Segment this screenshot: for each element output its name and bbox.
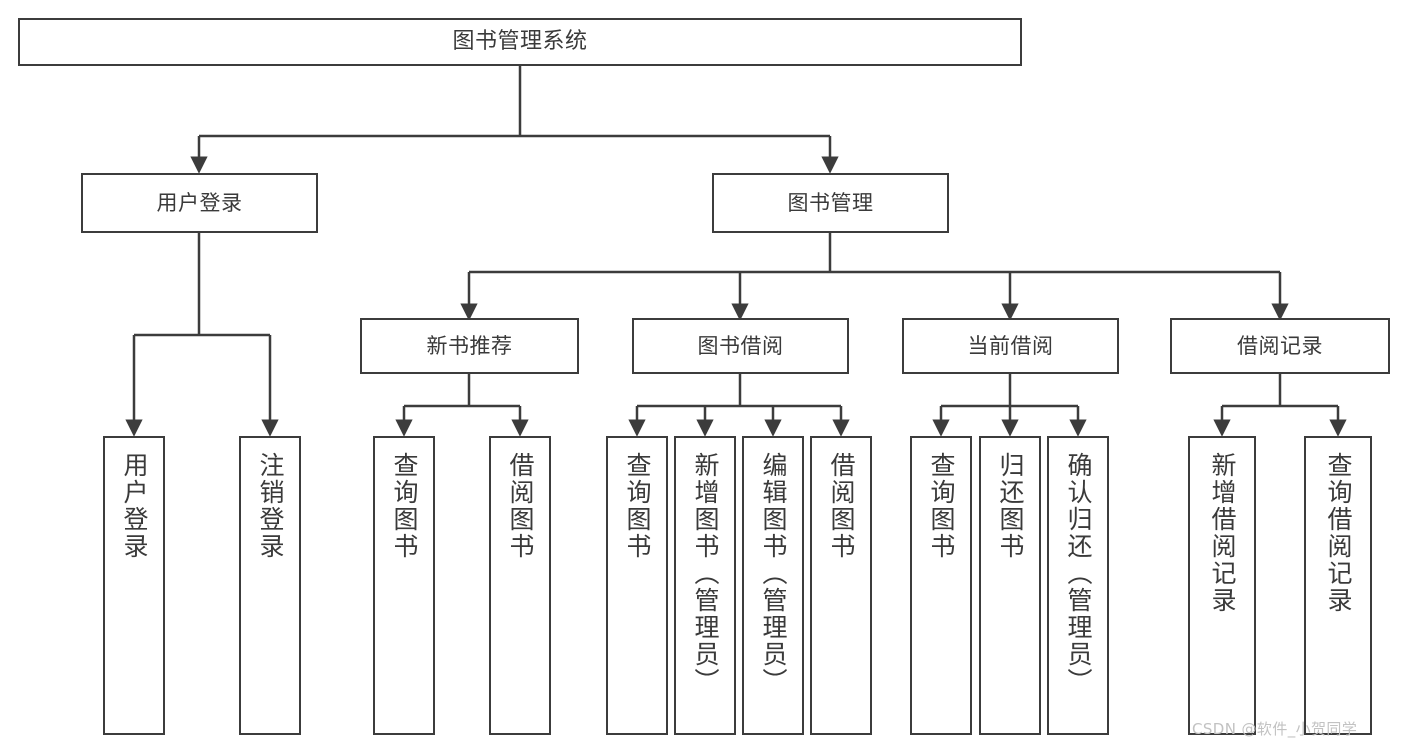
node-book-borrow[interactable]: 图书借阅: [632, 318, 849, 374]
node-label: 新增借阅记录: [1208, 452, 1237, 614]
node-label: 注销登录: [256, 452, 285, 560]
node-user-login[interactable]: 用户登录: [81, 173, 318, 233]
leaf-query-book-current[interactable]: 查询图书: [910, 436, 972, 735]
leaf-query-book-recommend[interactable]: 查询图书: [373, 436, 435, 735]
node-label: 查询图书: [623, 452, 652, 560]
node-label: 借阅记录: [1237, 333, 1323, 358]
node-label: 当前借阅: [967, 333, 1054, 358]
leaf-user-login[interactable]: 用户登录: [103, 436, 165, 735]
node-label: 查询借阅记录: [1324, 452, 1353, 614]
node-new-book-recommend[interactable]: 新书推荐: [360, 318, 579, 374]
leaf-query-book-borrow[interactable]: 查询图书: [606, 436, 668, 735]
node-label: 图书管理系统: [452, 29, 588, 55]
node-label: 归还图书: [996, 452, 1025, 560]
node-label: 新书推荐: [426, 333, 513, 358]
node-label: 用户登录: [156, 190, 243, 215]
node-label: 用户登录: [120, 452, 149, 560]
watermark-csdn: CSDN @软件_小贺同学: [1192, 720, 1358, 738]
leaf-add-borrow-record[interactable]: 新增借阅记录: [1188, 436, 1256, 735]
node-label: 图书管理: [787, 190, 874, 215]
leaf-confirm-return-admin[interactable]: 确认归还（管理员）: [1047, 436, 1109, 735]
node-label: 确认归还（管理员）: [1064, 452, 1093, 695]
node-label: 借阅图书: [827, 452, 856, 560]
leaf-borrow-book[interactable]: 借阅图书: [810, 436, 872, 735]
node-borrow-record[interactable]: 借阅记录: [1170, 318, 1390, 374]
node-label: 借阅图书: [506, 452, 535, 560]
node-label: 图书借阅: [697, 333, 784, 358]
leaf-add-book-admin[interactable]: 新增图书（管理员）: [674, 436, 736, 735]
node-root-system[interactable]: 图书管理系统: [18, 18, 1022, 66]
leaf-edit-book-admin[interactable]: 编辑图书（管理员）: [742, 436, 804, 735]
node-current-borrow[interactable]: 当前借阅: [902, 318, 1119, 374]
leaf-query-borrow-record[interactable]: 查询借阅记录: [1304, 436, 1372, 735]
node-label: 新增图书（管理员）: [691, 452, 720, 695]
node-book-management[interactable]: 图书管理: [712, 173, 949, 233]
leaf-logout[interactable]: 注销登录: [239, 436, 301, 735]
node-label: 查询图书: [927, 452, 956, 560]
node-label: 编辑图书（管理员）: [759, 452, 788, 695]
leaf-return-book[interactable]: 归还图书: [979, 436, 1041, 735]
node-label: 查询图书: [390, 452, 419, 560]
leaf-borrow-book-recommend[interactable]: 借阅图书: [489, 436, 551, 735]
